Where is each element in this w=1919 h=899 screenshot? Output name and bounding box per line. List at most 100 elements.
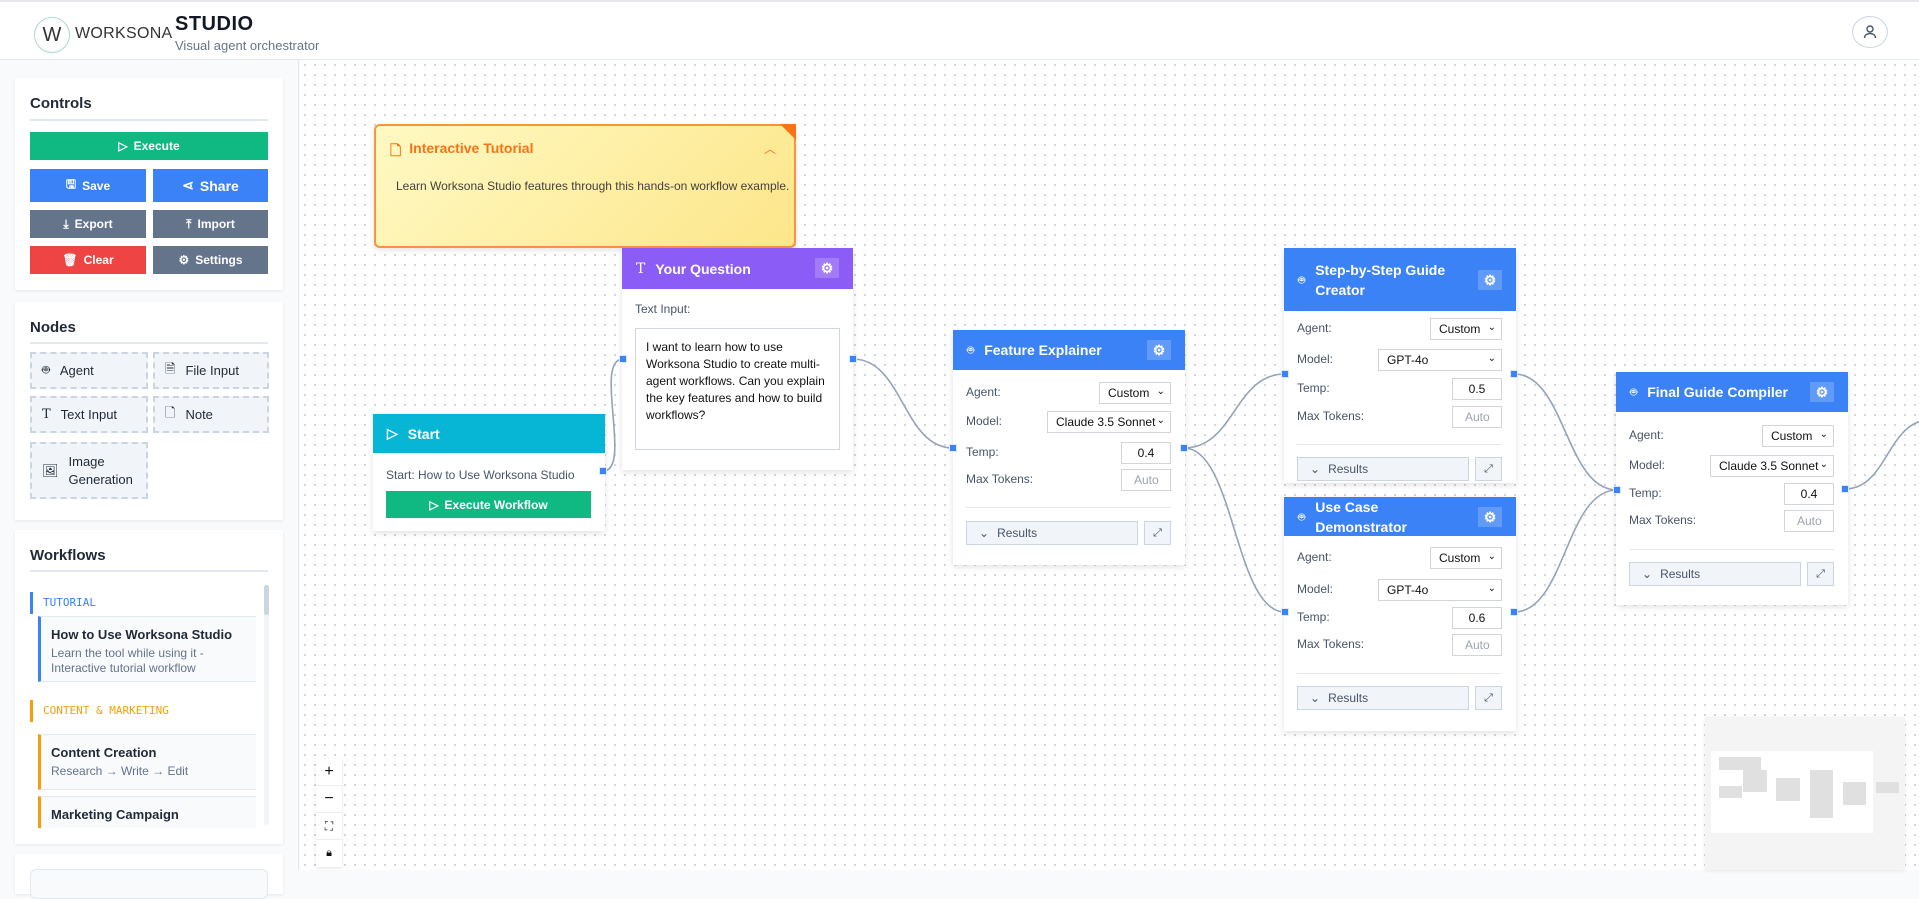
- temp-input[interactable]: 0.4: [1121, 442, 1171, 464]
- node-palette-agent[interactable]: 🤖︎Agent: [30, 352, 148, 389]
- chevron-up-icon[interactable]: ︿: [763, 142, 776, 156]
- max-tokens-input[interactable]: Auto: [1121, 469, 1171, 491]
- settings-button[interactable]: ⚙Settings: [153, 246, 268, 274]
- connection-handle[interactable]: [599, 467, 607, 475]
- connection-handle[interactable]: [949, 444, 957, 452]
- gear-icon[interactable]: ⚙: [1147, 340, 1171, 360]
- agent-node[interactable]: 🤖︎Use Case Demonstrator⚙ Agent: Custom⌄ …: [1284, 497, 1516, 731]
- workflows-panel: Workflows TUTORIAL How to Use Worksona S…: [15, 530, 283, 844]
- results-toggle[interactable]: ⌄Results: [1297, 457, 1469, 481]
- node-palette-file-input[interactable]: 🗎File Input: [153, 352, 269, 389]
- workflow-item[interactable]: Content Creation Research → Write → Edit: [38, 734, 256, 790]
- edge[interactable]: [1183, 447, 1286, 613]
- expand-button[interactable]: ⤢: [1475, 686, 1502, 710]
- workflow-item[interactable]: How to Use Worksona Studio Learn the too…: [38, 616, 256, 682]
- workflow-item[interactable]: Marketing Campaign: [38, 796, 256, 828]
- expand-button[interactable]: ⤢: [1144, 521, 1171, 545]
- scrollbar-thumb[interactable]: [264, 585, 269, 615]
- connection-handle[interactable]: [849, 355, 857, 363]
- upload-icon: ⤒: [186, 216, 192, 231]
- agent-label: Agent:: [1297, 321, 1332, 335]
- expand-button[interactable]: ⤢: [1475, 457, 1502, 481]
- connection-handle[interactable]: [1613, 486, 1621, 494]
- zoom-in-button[interactable]: +: [316, 759, 342, 786]
- robot-icon: 🤖︎: [1298, 272, 1306, 287]
- export-button[interactable]: ⤓Export: [30, 210, 146, 238]
- edge[interactable]: [1183, 373, 1286, 449]
- results-toggle[interactable]: ⌄Results: [1629, 562, 1801, 586]
- results-toggle[interactable]: ⌄Results: [1297, 686, 1469, 710]
- node-header[interactable]: 🤖︎Use Case Demonstrator⚙: [1284, 497, 1516, 536]
- edge[interactable]: [1513, 489, 1618, 613]
- fit-view-button[interactable]: ⛶: [316, 813, 342, 840]
- chevron-down-icon: ⌄: [1819, 459, 1828, 470]
- execute-workflow-button[interactable]: ▷Execute Workflow: [386, 491, 591, 518]
- agent-node[interactable]: 🤖︎Step-by-Step Guide Creator⚙ Agent: Cus…: [1284, 248, 1516, 483]
- connection-handle[interactable]: [1841, 485, 1849, 493]
- gear-icon[interactable]: ⚙: [1810, 382, 1834, 402]
- connection-handle[interactable]: [1281, 608, 1289, 616]
- max-tokens-input[interactable]: Auto: [1784, 510, 1834, 532]
- node-palette-image-generation[interactable]: 🖼︎Image Generation: [30, 442, 148, 499]
- edge[interactable]: [602, 358, 624, 472]
- divider: [1629, 549, 1834, 550]
- panel-input[interactable]: [30, 869, 268, 899]
- gear-icon[interactable]: ⚙: [815, 258, 839, 278]
- node-header[interactable]: 🤖︎Final Guide Compiler⚙: [1616, 372, 1848, 412]
- temp-input[interactable]: 0.4: [1784, 483, 1834, 505]
- share-icon: ⋖: [182, 177, 194, 193]
- download-icon: ⤓: [63, 216, 69, 231]
- execute-button[interactable]: ▷Execute: [30, 132, 268, 160]
- node-header[interactable]: 🤖︎Step-by-Step Guide Creator⚙: [1284, 248, 1516, 311]
- minimap-node: [1876, 782, 1899, 793]
- node-header[interactable]: ▷Start: [373, 414, 605, 453]
- agent-node[interactable]: 🤖︎Feature Explainer⚙ Agent: Custom⌄ Mode…: [953, 330, 1185, 565]
- connection-handle[interactable]: [1281, 370, 1289, 378]
- start-node[interactable]: ▷Start Start: How to Use Worksona Studio…: [373, 414, 605, 531]
- results-toggle[interactable]: ⌄Results: [966, 521, 1138, 545]
- workflow-list[interactable]: TUTORIAL How to Use Worksona Studio Lear…: [30, 580, 270, 828]
- max-tokens-input[interactable]: Auto: [1452, 634, 1502, 656]
- model-select[interactable]: Claude 3.5 Sonnet⌄: [1710, 455, 1834, 477]
- lock-button[interactable]: 🔒︎: [316, 840, 342, 867]
- worksona-logo[interactable]: W: [34, 17, 70, 53]
- agent-select[interactable]: Custom⌄: [1430, 318, 1502, 340]
- connection-handle[interactable]: [1510, 608, 1518, 616]
- user-profile-button[interactable]: [1852, 16, 1888, 48]
- connection-handle[interactable]: [1510, 370, 1518, 378]
- agent-node[interactable]: 🤖︎Final Guide Compiler⚙ Agent: Custom⌄ M…: [1616, 372, 1848, 605]
- workflow-scrollbar[interactable]: [264, 585, 269, 825]
- edge[interactable]: [1513, 373, 1618, 491]
- model-select[interactable]: Claude 3.5 Sonnet⌄: [1047, 411, 1171, 433]
- gear-icon[interactable]: ⚙: [1478, 506, 1502, 527]
- results-label: Results: [1660, 567, 1701, 581]
- zoom-out-button[interactable]: −: [316, 786, 342, 813]
- connection-handle[interactable]: [1180, 444, 1188, 452]
- share-button[interactable]: ⋖Share: [153, 169, 268, 202]
- clear-button[interactable]: 🗑Clear: [30, 246, 146, 274]
- max-tokens-input[interactable]: Auto: [1452, 406, 1502, 428]
- edge[interactable]: [852, 358, 954, 449]
- node-header[interactable]: 🤖︎Feature Explainer⚙: [953, 330, 1185, 370]
- expand-button[interactable]: ⤢: [1807, 562, 1834, 586]
- save-button[interactable]: 🖫Save: [30, 169, 146, 202]
- tutorial-note[interactable]: 🗋Interactive Tutorial ︿ Learn Worksona S…: [374, 124, 796, 248]
- node-palette-note[interactable]: 🗋Note: [153, 396, 269, 433]
- question-textarea[interactable]: I want to learn how to use Worksona Stud…: [635, 328, 840, 450]
- temp-input[interactable]: 0.6: [1452, 607, 1502, 629]
- divider: [30, 119, 268, 121]
- minimap[interactable]: [1705, 717, 1905, 870]
- agent-select[interactable]: Custom⌄: [1762, 425, 1834, 447]
- connection-handle[interactable]: [619, 355, 627, 363]
- import-button[interactable]: ⤒Import: [153, 210, 268, 238]
- temp-input[interactable]: 0.5: [1452, 378, 1502, 400]
- agent-select[interactable]: Custom⌄: [1099, 382, 1171, 404]
- agent-select[interactable]: Custom⌄: [1430, 547, 1502, 569]
- model-select[interactable]: GPT-4o⌄: [1378, 579, 1502, 601]
- edge[interactable]: [1844, 420, 1919, 490]
- gear-icon[interactable]: ⚙: [1478, 269, 1502, 290]
- model-select[interactable]: GPT-4o⌄: [1378, 349, 1502, 371]
